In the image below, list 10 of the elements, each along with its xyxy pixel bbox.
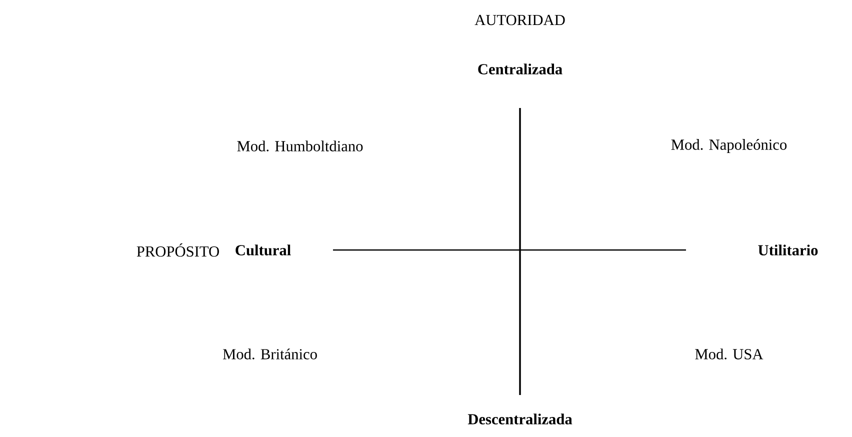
axis-end-label: Utilitario (758, 244, 818, 256)
axis-title: PROPÓSITO (136, 243, 219, 257)
axis-title: AUTORIDAD (474, 14, 565, 26)
quadrant-label: Mod. USA (695, 348, 764, 360)
axis-end-label: Descentralizada (468, 414, 572, 424)
quadrant-label: Mod. Humboltdiano (237, 140, 363, 152)
quadrant-label: Mod. Napoleónico (671, 139, 787, 153)
axis-end-label: Cultural (236, 244, 291, 256)
quadrant-label: Mod. Británico (222, 348, 317, 360)
axis-end-label: Centralizada (478, 64, 562, 74)
